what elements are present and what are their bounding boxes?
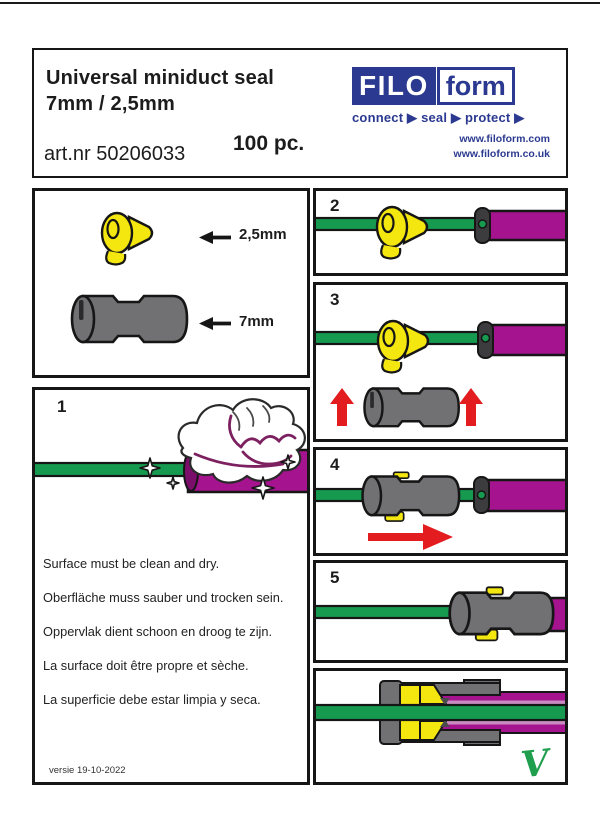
step5-number: 5 xyxy=(330,568,340,587)
sparkle-icon xyxy=(139,454,296,500)
instruction-line-nl: Oppervlak dient schoon en droog te zijn. xyxy=(43,624,273,639)
website-com: www.filoform.com xyxy=(459,133,550,145)
step3-number: 3 xyxy=(330,290,340,309)
yellow-seal-graphic xyxy=(375,205,429,260)
arrow-right-icon xyxy=(368,524,453,550)
duct-cap-graphic xyxy=(477,321,494,359)
quantity-label: 100 pc. xyxy=(233,132,305,155)
result-panel: V xyxy=(313,668,568,787)
yellow-cone-cutaway-graphic xyxy=(399,684,448,741)
logo-filo-text: FILO xyxy=(352,67,436,105)
parts-figure xyxy=(70,211,231,344)
product-title-line1: Universal miniduct seal xyxy=(46,67,275,89)
cleaning-hand-graphic xyxy=(177,398,306,484)
step2-number: 2 xyxy=(330,196,340,215)
grey-seal-graphic xyxy=(361,471,461,522)
retention-barb-graphic xyxy=(440,698,450,705)
page-top-rule xyxy=(0,2,600,4)
article-number: art.nr 50206033 xyxy=(44,143,186,165)
version-label: versie 19-10-2022 xyxy=(49,765,126,776)
cable-graphic xyxy=(316,703,565,722)
instruction-line-de: Oberfläche muss sauber und trocken sein. xyxy=(43,590,284,605)
retention-barb-graphic xyxy=(440,720,450,727)
website-couk: www.filoform.co.uk xyxy=(453,148,550,161)
large-seal-size-label: 7mm xyxy=(239,313,275,330)
cable-graphic xyxy=(35,461,199,478)
yellow-seal-graphic xyxy=(376,319,430,374)
grey-seal-graphic xyxy=(448,586,555,642)
grey-seal-graphic xyxy=(70,294,189,344)
brand-logo-wordmark: FILO form xyxy=(352,67,550,105)
arrow-up-icon xyxy=(330,388,354,426)
brand-tagline: connect ▶ seal ▶ protect ▶ xyxy=(352,110,525,125)
checkmark-icon: V xyxy=(518,741,552,787)
cable-graphic xyxy=(316,604,473,620)
duct-cap-graphic xyxy=(474,207,491,244)
product-title: Universal miniduct seal 7mm / 2,5mm xyxy=(46,65,274,117)
step4-figure xyxy=(316,471,565,550)
step1-number: 1 xyxy=(57,397,67,416)
step3-panel: 3 xyxy=(313,282,568,442)
instruction-line-es: La superficie debe estar limpia y seca. xyxy=(43,692,261,707)
arrow-left-icon xyxy=(199,317,231,330)
instruction-line-fr: La surface doit être propre et sèche. xyxy=(43,658,249,673)
logo-form-text: form xyxy=(436,67,515,105)
duct-graphic xyxy=(480,478,565,513)
step5-panel: 5 xyxy=(313,560,568,663)
surface-instructions: Surface must be clean and dry. Oberfläch… xyxy=(43,556,303,707)
header-panel: Universal miniduct seal 7mm / 2,5mm art.… xyxy=(32,48,568,178)
duct-graphic xyxy=(481,209,565,242)
step5-figure xyxy=(316,586,565,642)
step1-panel: 1 xyxy=(32,387,310,785)
step3-figure xyxy=(316,319,565,428)
arrow-left-icon xyxy=(199,231,231,244)
yellow-seal-graphic xyxy=(100,211,154,266)
step2-figure xyxy=(316,205,565,260)
instruction-line-en: Surface must be clean and dry. xyxy=(43,556,220,571)
step1-figure xyxy=(35,398,307,500)
arrow-up-icon xyxy=(459,388,483,426)
grey-seal-graphic xyxy=(363,387,460,428)
small-seal-size-label: 2,5mm xyxy=(239,226,287,243)
step4-panel: 4 xyxy=(313,447,568,556)
duct-graphic xyxy=(484,323,565,357)
result-cross-section-figure xyxy=(316,679,565,746)
parts-panel: 2,5mm 7mm xyxy=(32,188,310,378)
duct-cap-graphic xyxy=(473,476,490,514)
step2-panel: 2 xyxy=(313,188,568,276)
step4-number: 4 xyxy=(330,455,340,474)
brand-logo: FILO form connect ▶ seal ▶ protect ▶ www… xyxy=(352,67,550,162)
product-title-line2: 7mm / 2,5mm xyxy=(46,93,175,115)
brand-websites: www.filoform.com www.filoform.co.uk xyxy=(352,132,550,162)
